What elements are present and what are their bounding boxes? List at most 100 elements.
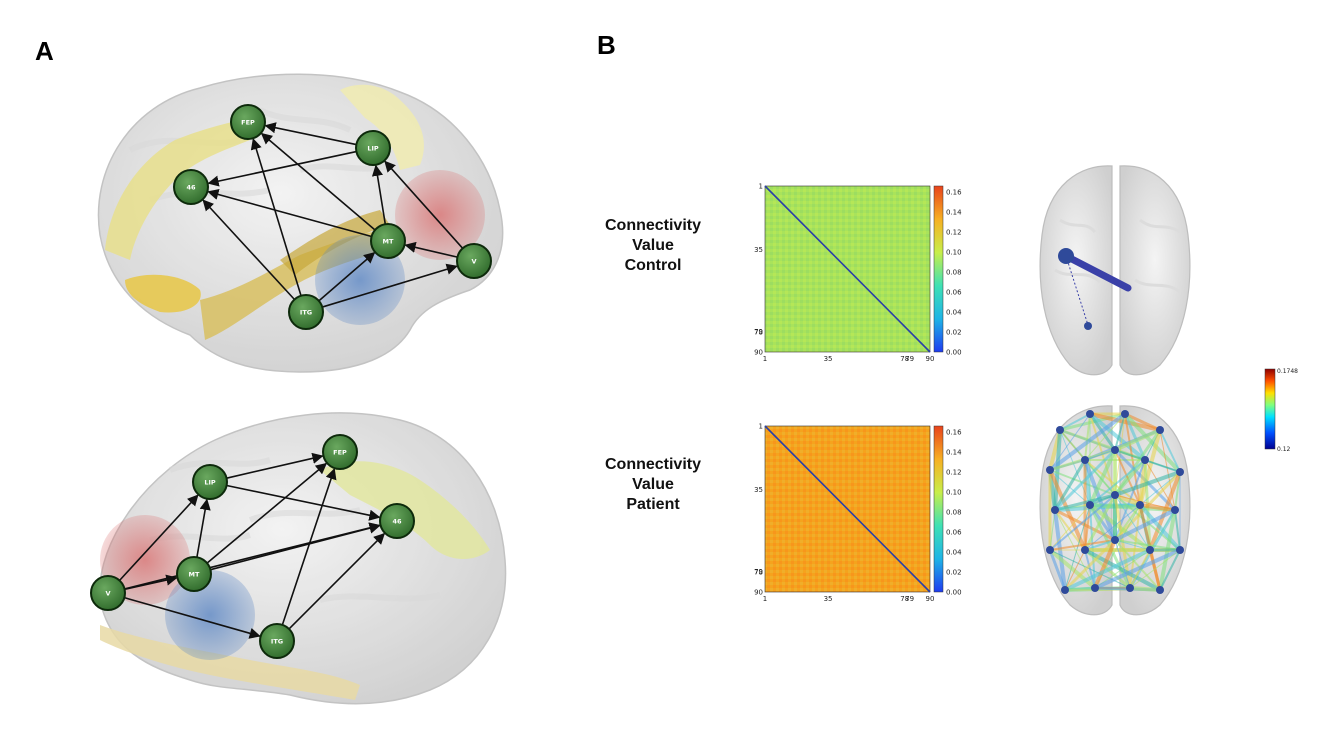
patient-node xyxy=(1176,546,1184,554)
col-tick: 35 xyxy=(824,355,833,363)
control-label-line1: Connectivity xyxy=(604,217,701,234)
colorbar-tick: 0.08 xyxy=(946,269,962,277)
colorbar-tick: 0.02 xyxy=(946,329,962,337)
patient-edge xyxy=(1114,494,1151,551)
patient-edge xyxy=(1048,548,1097,590)
colorbar-tick: 0.10 xyxy=(946,489,962,497)
control-edge-thin xyxy=(1065,255,1089,326)
panel-label-a: A xyxy=(35,36,54,66)
node-label: MT xyxy=(189,571,200,579)
edge-lip-to-fep xyxy=(226,452,324,479)
matrix-control-diagonal xyxy=(764,185,931,353)
colorbar-tick: 0.08 xyxy=(946,509,962,517)
patient-node xyxy=(1086,410,1094,418)
patient-node xyxy=(1056,426,1064,434)
colorbar-tick: 0.02 xyxy=(946,569,962,577)
patient-edge xyxy=(1174,509,1181,551)
control-label-line3: Control xyxy=(624,257,682,274)
edge-mt-to-fep xyxy=(260,132,376,231)
patient-edge xyxy=(1053,459,1087,511)
patient-edge xyxy=(1049,539,1116,551)
node-label: ITG xyxy=(300,309,312,317)
edge-colorbar-max: 0.1748 xyxy=(1277,368,1298,375)
patient-edge xyxy=(1089,412,1161,432)
node-label: ITG xyxy=(271,638,283,646)
patient-edge xyxy=(1139,503,1176,512)
patient-edge xyxy=(1054,509,1086,551)
control-label-line2: Value xyxy=(632,237,674,254)
patient-edge xyxy=(1123,413,1147,461)
patient-edge xyxy=(1064,548,1151,592)
row-tick: 1 xyxy=(759,423,763,431)
row-tick: 35 xyxy=(754,486,763,494)
col-tick: 79 xyxy=(905,355,914,363)
patient-node xyxy=(1171,506,1179,514)
node-label: LIP xyxy=(367,145,379,153)
node-itg: ITG xyxy=(259,623,295,659)
network-top-edges xyxy=(202,122,464,308)
patient-node xyxy=(1046,466,1054,474)
node-v: V xyxy=(456,243,492,279)
row-tick: 79 xyxy=(754,568,763,576)
edge-mt-to-lip xyxy=(196,498,211,558)
patient-edge xyxy=(1114,504,1141,541)
edge-v-to-itg xyxy=(124,596,261,639)
edge-mt-to-46 xyxy=(207,189,372,238)
patient-edge xyxy=(1063,538,1117,592)
patient-node xyxy=(1126,584,1134,592)
axial-brain-patient xyxy=(1039,405,1191,616)
patient-edge xyxy=(1114,539,1181,551)
col-tick: 78 xyxy=(900,595,909,603)
patient-node xyxy=(1156,426,1164,434)
patient-edge xyxy=(1114,470,1181,497)
patient-edge xyxy=(1084,549,1096,589)
patient-edge xyxy=(1114,508,1176,542)
edge-itg-to-fep xyxy=(250,138,302,296)
patient-node xyxy=(1141,456,1149,464)
patient-edge xyxy=(1084,413,1126,461)
edge-colorbar: 0.1748 0.12 xyxy=(1264,368,1298,453)
patient-node xyxy=(1081,456,1089,464)
edge-lip-to-46 xyxy=(226,484,381,521)
patient-label-line2: Value xyxy=(632,476,674,493)
colorbar-tick: 0.00 xyxy=(946,589,962,597)
node-label: LIP xyxy=(204,479,216,487)
patient-edge xyxy=(1094,548,1181,590)
patient-edge xyxy=(1093,539,1117,589)
edge-v-to-lip xyxy=(118,494,199,582)
patient-edge xyxy=(1084,449,1116,461)
colorbar-tick: 0.16 xyxy=(946,429,962,437)
patient-edge xyxy=(1129,549,1181,589)
edge-lip-to-fep xyxy=(264,122,357,146)
patient-edge xyxy=(1114,413,1126,451)
network-bottom-edges xyxy=(118,452,386,639)
edge-mt-to-46 xyxy=(210,522,381,571)
patient-edge xyxy=(1144,459,1181,473)
node-itg: ITG xyxy=(288,294,324,330)
node-46: 46 xyxy=(379,503,415,539)
edge-itg-to-46 xyxy=(288,532,386,630)
row-tick: 90 xyxy=(754,349,763,357)
patient-network-edges xyxy=(1046,410,1184,594)
patient-node xyxy=(1111,536,1119,544)
patient-edge xyxy=(1049,413,1091,471)
patient-edge xyxy=(1159,429,1181,473)
connectivity-patient-label: Connectivity Value Patient xyxy=(578,455,728,515)
edge-itg-to-v xyxy=(322,263,458,308)
matrix-control-colorbar xyxy=(933,185,944,353)
edge-mt-to-lip xyxy=(371,164,387,225)
brain-bottom-silhouette xyxy=(99,412,507,705)
patient-node xyxy=(1061,586,1069,594)
edge-mt-to-fep xyxy=(206,462,328,564)
patient-edge xyxy=(1048,549,1067,591)
patient-node xyxy=(1156,586,1164,594)
control-edge xyxy=(1062,252,1132,292)
colorbar-tick: 0.06 xyxy=(946,289,962,297)
patient-label-line3: Patient xyxy=(626,496,680,513)
row-tick: 90 xyxy=(754,589,763,597)
patient-edge xyxy=(1088,449,1117,506)
patient-edge xyxy=(1114,428,1161,452)
patient-node xyxy=(1046,546,1054,554)
